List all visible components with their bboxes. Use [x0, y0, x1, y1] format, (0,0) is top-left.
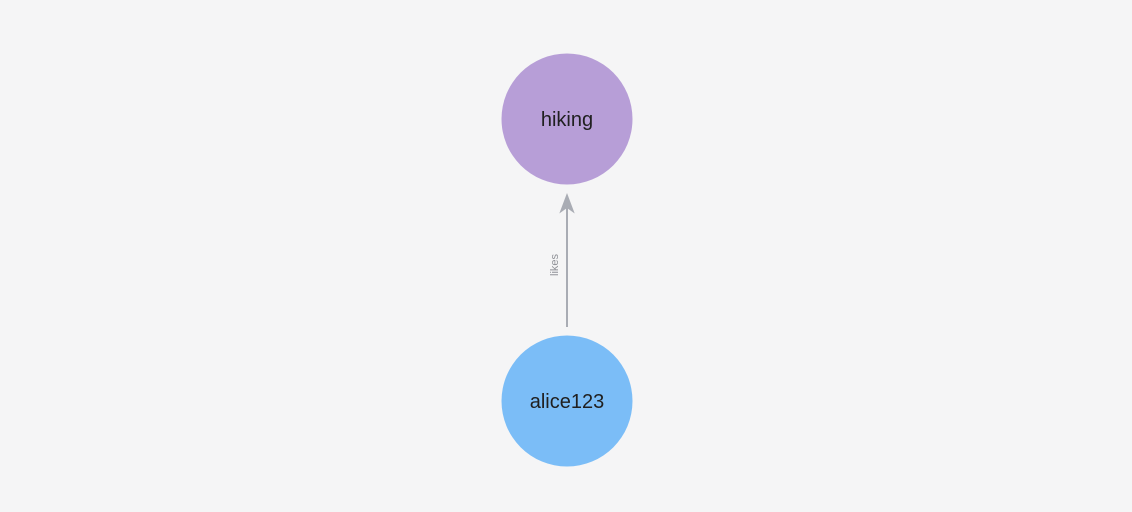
node-hiking[interactable]: hiking [501, 53, 633, 185]
node-alice123-circle[interactable] [501, 335, 633, 467]
node-hiking-circle[interactable] [501, 53, 633, 185]
edge-label-likes: likes [549, 254, 561, 277]
arrowhead-up-icon [559, 193, 575, 214]
node-alice123[interactable]: alice123 [501, 335, 633, 467]
edge-alice123-likes-hiking[interactable]: likes [549, 193, 575, 327]
